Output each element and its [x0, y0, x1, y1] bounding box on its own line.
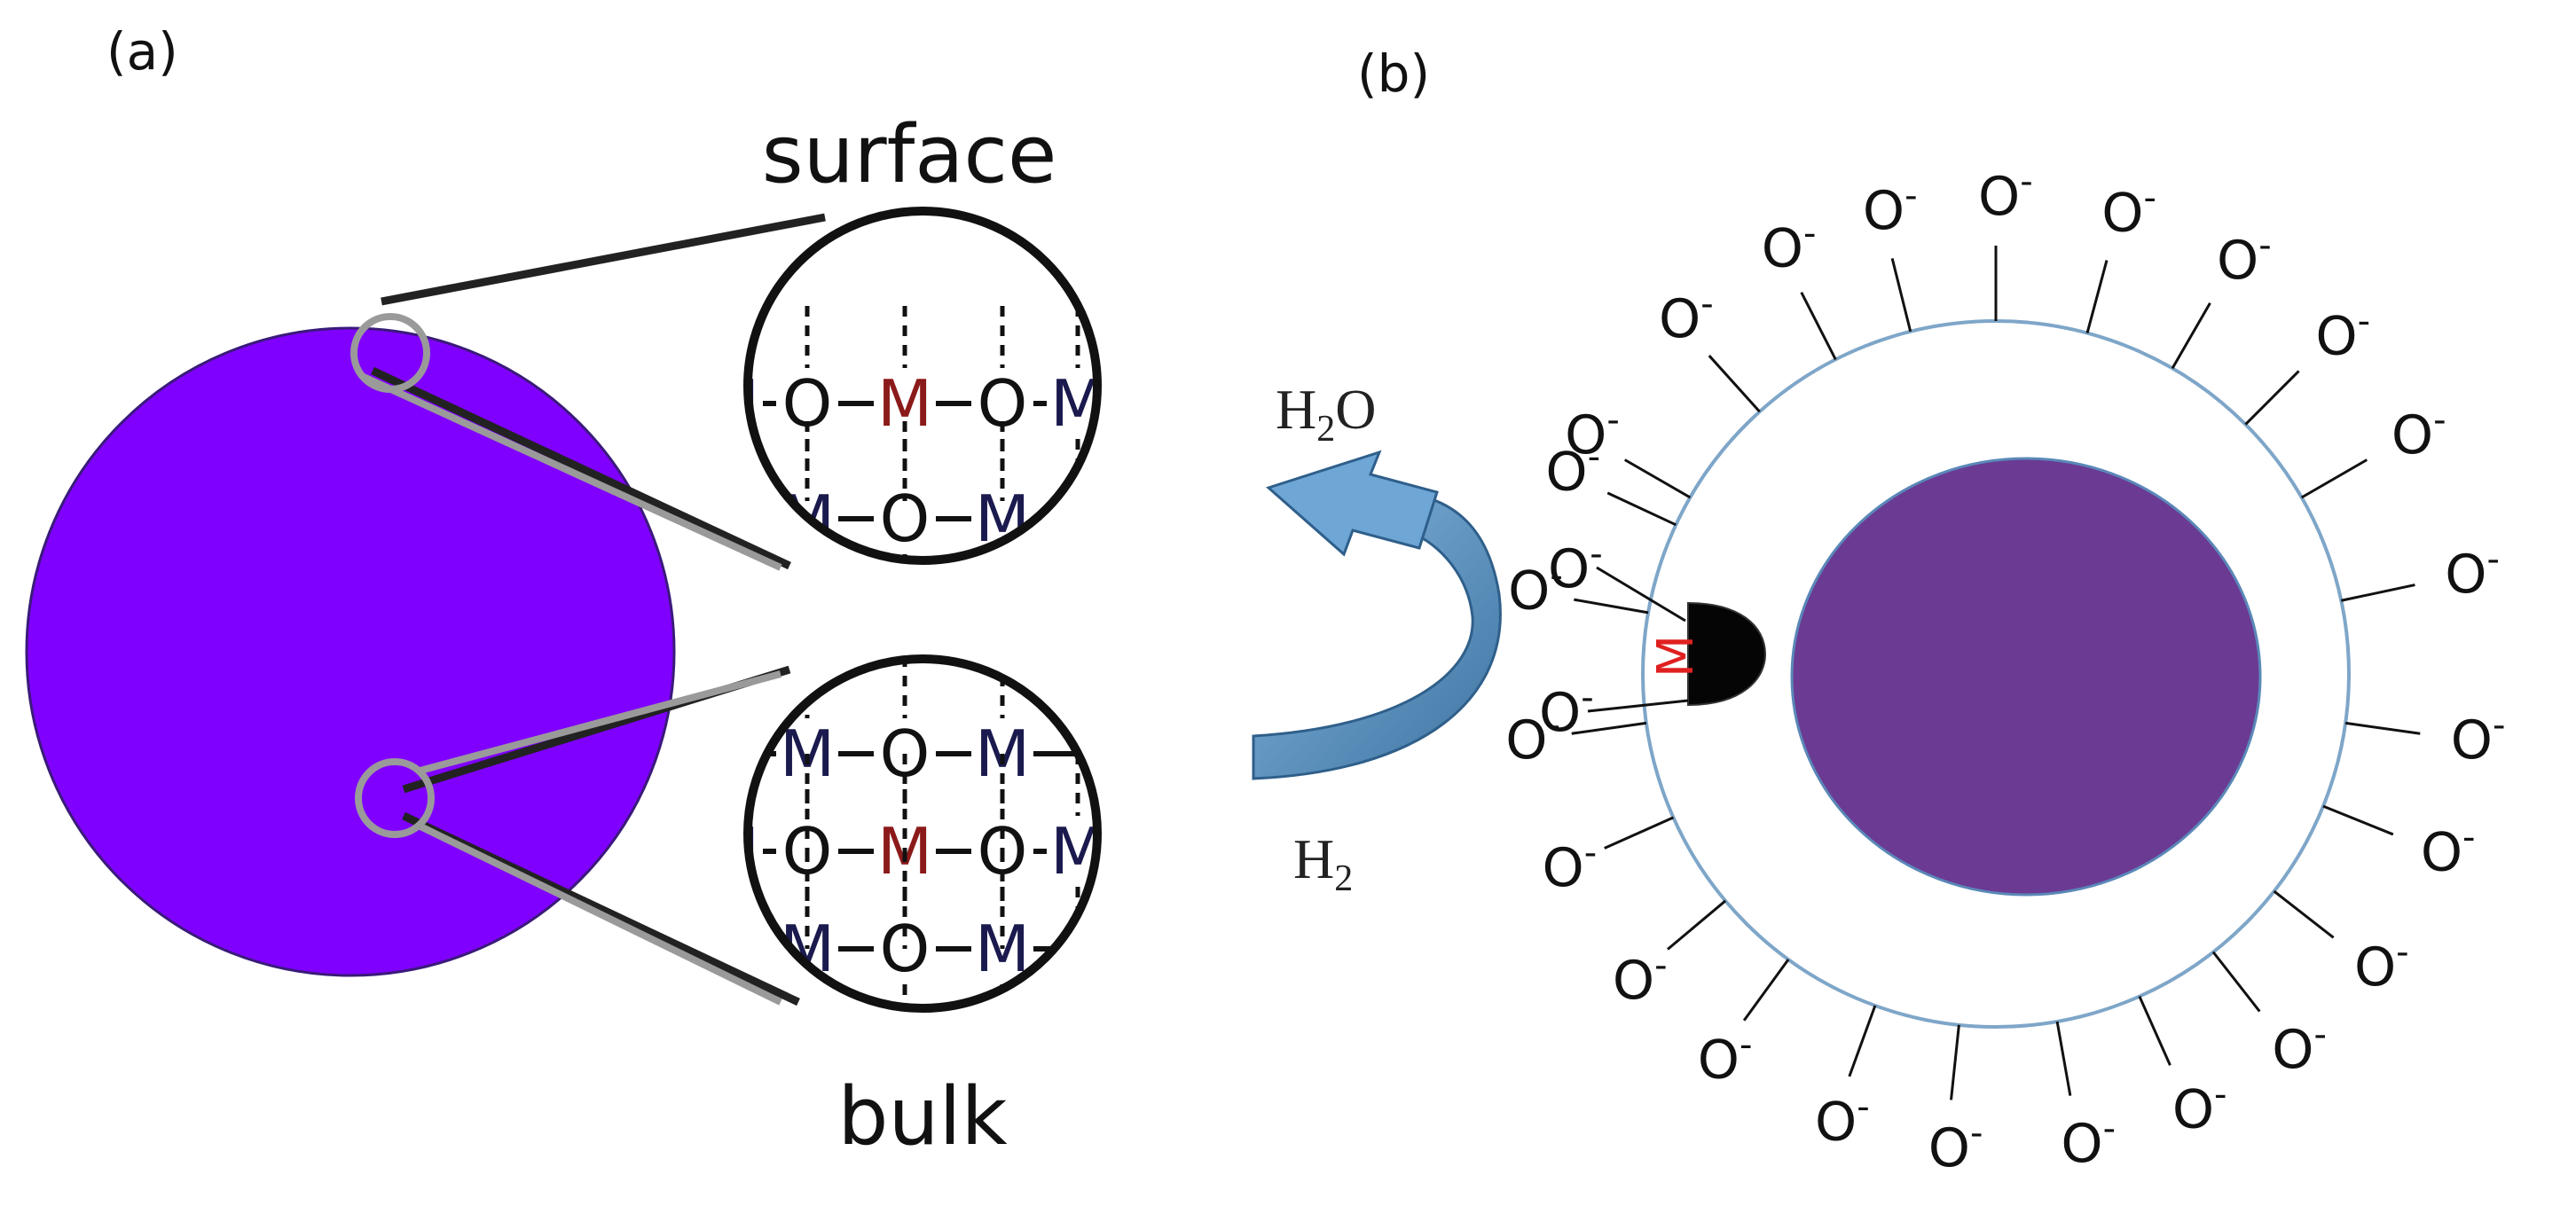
- ion-bond: [1574, 598, 1649, 615]
- oxide-ion-label: O-: [2061, 1108, 2116, 1175]
- panel-a-label: (a): [106, 21, 178, 82]
- reduction-arrow: H2O H2: [1252, 378, 1502, 899]
- oxygen-atom: O: [880, 912, 931, 986]
- oxide-ion-label: O-: [1978, 161, 2033, 228]
- arrow-body: [1252, 495, 1502, 780]
- ion-bond: [2300, 458, 2368, 499]
- oxide-ion-label: O-: [2272, 1014, 2327, 1081]
- ion-bond: [2055, 1021, 2072, 1096]
- lens-loops: [350, 313, 782, 1006]
- particle-core: [1790, 457, 2262, 897]
- ion-bond: [1742, 959, 1790, 1022]
- ion-bond: [1571, 721, 1647, 735]
- metal-ion-bond: [1587, 699, 1689, 713]
- ion-bond: [1800, 291, 1837, 361]
- ion-bond: [2344, 721, 2421, 735]
- oxide-ion-label: O-: [1863, 176, 1918, 242]
- ion-bond: [1708, 355, 1761, 413]
- oxide-ion-label: O-: [2391, 400, 2446, 466]
- oxygen-atom: O: [880, 482, 931, 556]
- h2-label: H2: [1293, 827, 1353, 899]
- oxide-ion-label: O-: [1659, 284, 1714, 350]
- ion-bond: [2273, 889, 2335, 939]
- oxide-ion-label: O-: [1543, 833, 1598, 899]
- oxide-ion-label: O-: [2451, 705, 2506, 771]
- oxide-ion-label: O-: [1613, 945, 1668, 1012]
- bulk-label: bulk: [837, 1070, 1007, 1163]
- oxide-ion-label: O-: [2101, 177, 2156, 244]
- oxide-ion-label: O-: [2315, 302, 2370, 368]
- ion-bond: [1950, 1024, 1960, 1100]
- oxide-ion-label: O-: [1539, 677, 1594, 744]
- oxide-ion-label: O-: [1762, 214, 1817, 280]
- oxide-ion-label: O-: [1508, 556, 1563, 623]
- ion-bond: [2211, 951, 2261, 1013]
- ion-bond: [2322, 804, 2394, 836]
- ion-bond: [1848, 1005, 1877, 1077]
- nanoparticle-core: [25, 326, 676, 977]
- ion-bond: [1623, 458, 1692, 499]
- oxide-ion-label: O-: [1565, 400, 1620, 466]
- oxide-ion-label: O-: [1545, 437, 1600, 504]
- ion-bond: [2244, 370, 2300, 426]
- oxide-ion-label: O-: [2421, 818, 2476, 884]
- ion-bond: [1606, 491, 1677, 527]
- ion-bond: [2340, 584, 2415, 602]
- panel-b: (b) M O-O-O-O-O-O-O-O-O-O-O-O-O-O-O-O-O-…: [1357, 43, 2505, 1179]
- oxide-ion-label: O-: [2354, 932, 2409, 999]
- metal-site: [1687, 601, 1767, 707]
- ion-bond: [1604, 816, 1675, 850]
- surface-oxide-ions: O-O-O-O-O-O-O-O-O-O-O-O-O-O-O-O-O-O-O-O-…: [1505, 161, 2505, 1179]
- oxide-ion-label: O-: [2172, 1074, 2227, 1140]
- ion-bond: [1890, 257, 1912, 333]
- oxide-ion-label: O-: [1928, 1113, 1983, 1179]
- ion-bond: [1667, 899, 1727, 951]
- oxide-ion-label: O-: [2445, 539, 2500, 606]
- arrow-head: [1266, 450, 1439, 557]
- ion-bond: [2138, 995, 2172, 1066]
- surface-label: surface: [762, 108, 1057, 201]
- metal-ion-bond: [1596, 566, 1686, 623]
- oxide-ion-label: O-: [1815, 1087, 1870, 1154]
- oxide-ion-label: O-: [1698, 1024, 1753, 1091]
- h2o-label: H2O: [1276, 378, 1376, 450]
- metal-site-label: M: [1647, 635, 1705, 677]
- ion-bond: [2085, 260, 2109, 333]
- oxide-ion-label: O-: [1505, 705, 1560, 771]
- ion-bond: [2171, 302, 2211, 370]
- panel-b-label: (b): [1357, 43, 1430, 104]
- oxide-ion-label: O-: [2217, 225, 2272, 292]
- oxide-ion-label: O-: [1548, 534, 1603, 600]
